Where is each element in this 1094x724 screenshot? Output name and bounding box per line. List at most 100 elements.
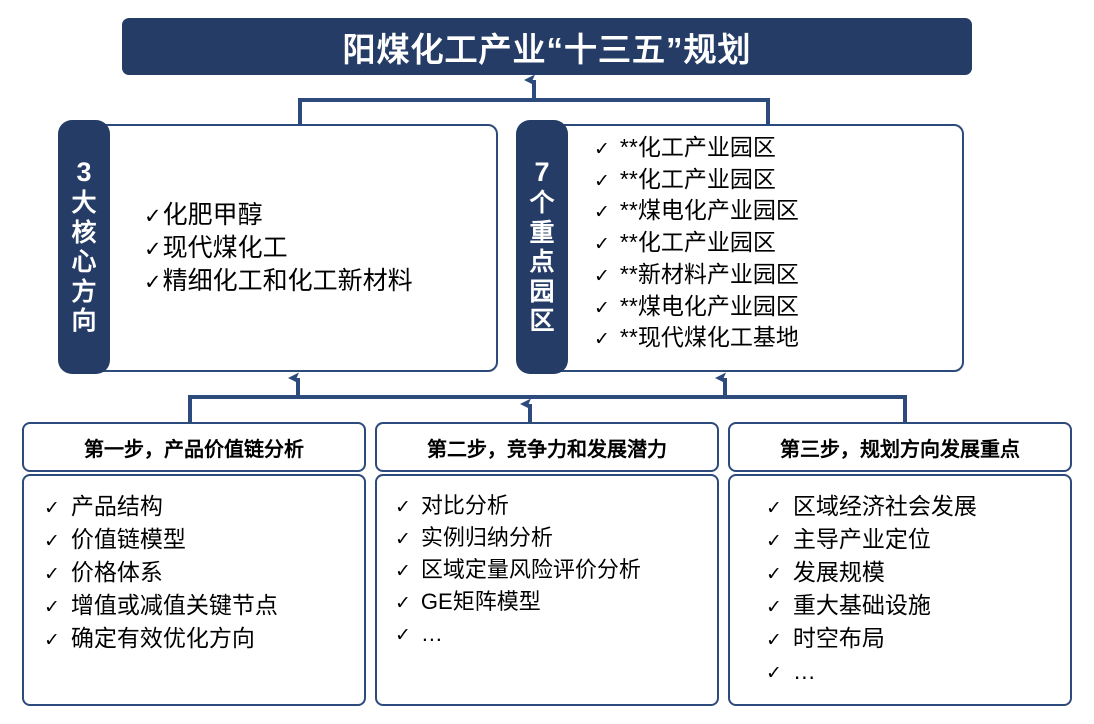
tag-char: 方 — [71, 277, 97, 306]
tag-number: 3 — [76, 157, 92, 188]
list-item-label: 精细化工和化工新材料 — [162, 266, 413, 295]
tag-char: 点 — [529, 248, 555, 277]
check-icon: ✓ — [766, 596, 782, 618]
check-icon: ✓ — [44, 629, 60, 651]
list-item-label: **现代煤化工基地 — [619, 324, 799, 351]
tag-char: 区 — [529, 307, 555, 336]
step-three-header: 第三步，规划方向发展重点 — [728, 422, 1072, 472]
list-item: ✓ 产品结构 — [44, 490, 364, 523]
list-item-label: **化工产业园区 — [619, 165, 776, 192]
step-one-body: ✓ 产品结构 ✓ 价值链模型 ✓ 价格体系 ✓ 增值或减值关键节点 ✓ 确定 — [22, 474, 366, 706]
list-item: ✓ **化工产业园区 — [594, 227, 956, 259]
list-item: ✓ **新材料产业园区 — [594, 259, 956, 291]
list-item-label: 价格体系 — [70, 558, 163, 585]
list-item: ✓ 时空布局 — [766, 622, 1070, 655]
check-icon: ✓ — [766, 629, 782, 651]
list-item-label: … — [420, 620, 443, 646]
list-item-label: 区域定量风险评价分析 — [420, 556, 641, 582]
step-one-list: ✓ 产品结构 ✓ 价值链模型 ✓ 价格体系 ✓ 增值或减值关键节点 ✓ 确定 — [24, 490, 364, 655]
check-icon: ✓ — [44, 563, 60, 585]
list-item: ✓ 区域经济社会发展 — [766, 490, 1070, 523]
check-icon: ✓ — [144, 270, 162, 294]
check-icon: ✓ — [395, 497, 411, 518]
list-item: ✓ 实例归纳分析 — [395, 522, 717, 554]
list-item: ✓ 确定有效优化方向 — [44, 622, 364, 655]
panel-key-parks-body: ✓ **化工产业园区 ✓ **化工产业园区 ✓ **煤电化产业园区 ✓ **化工… — [578, 126, 956, 370]
list-item-label: 现代煤化工 — [162, 233, 288, 262]
list-item: ✓ 增值或减值关键节点 — [44, 589, 364, 622]
tag-char: 心 — [71, 248, 97, 277]
list-item: ✓ **煤电化产业园区 — [594, 195, 956, 227]
check-icon: ✓ — [395, 624, 411, 646]
list-item: ✓ 主导产业定位 — [766, 523, 1070, 556]
step-three-list: ✓ 区域经济社会发展 ✓ 主导产业定位 ✓ 发展规模 ✓ 重大基础设施 ✓ — [730, 490, 1070, 688]
list-item-label: GE矩阵模型 — [420, 588, 541, 614]
list-item-label: **新材料产业园区 — [619, 260, 799, 287]
step-box-two: 第二步，竞争力和发展潜力 ✓ 对比分析 ✓ 实例归纳分析 ✓ 区域定量风险评价分… — [375, 422, 719, 706]
list-item-label: 对比分析 — [420, 493, 509, 518]
tag-char: 重 — [529, 218, 555, 247]
step-three-body: ✓ 区域经济社会发展 ✓ 主导产业定位 ✓ 发展规模 ✓ 重大基础设施 ✓ — [728, 474, 1072, 706]
tag-char: 大 — [71, 189, 97, 218]
list-item: ✓ 对比分析 — [395, 490, 717, 522]
panel-key-parks: 7 个 重 点 园 区 ✓ **化工产业园区 ✓ **化工产业园区 ✓ **煤电… — [516, 120, 964, 374]
step-one-title: 第一步，产品价值链分析 — [84, 438, 304, 461]
list-item-label: 重大基础设施 — [792, 591, 931, 618]
tag-char: 核 — [71, 218, 97, 247]
check-icon: ✓ — [766, 498, 782, 519]
step-box-one: 第一步，产品价值链分析 ✓ 产品结构 ✓ 价值链模型 ✓ 价格体系 ✓ 增值或减 — [22, 422, 366, 706]
panel-core-directions: 3 大 核 心 方 向 ✓ 化肥甲醇 ✓ 现代煤化工 ✓ 精细化工和化工新材料 — [58, 120, 498, 374]
check-icon: ✓ — [594, 297, 610, 319]
list-item-label: **煤电化产业园区 — [619, 292, 799, 319]
list-item: ✓ **煤电化产业园区 — [594, 291, 956, 323]
connector-steps-bracket — [188, 372, 907, 422]
list-item: ✓ **现代煤化工基地 — [594, 322, 956, 354]
list-item-label: **化工产业园区 — [619, 229, 776, 256]
list-item: ✓ 价格体系 — [44, 556, 364, 589]
check-icon: ✓ — [766, 530, 782, 552]
check-icon: ✓ — [594, 329, 610, 351]
connector-title-bracket — [298, 74, 770, 124]
list-item-label: 发展规模 — [792, 558, 885, 585]
check-icon: ✓ — [395, 528, 411, 550]
list-item-label: **化工产业园区 — [619, 134, 776, 160]
list-item: ✓ **化工产业园区 — [594, 164, 956, 196]
tag-char: 园 — [529, 277, 555, 306]
check-icon: ✓ — [44, 498, 60, 519]
list-item: ✓ 精细化工和化工新材料 — [144, 265, 490, 298]
page-title: 阳煤化工产业“十三五”规划 — [342, 30, 752, 68]
step-two-title: 第二步，竞争力和发展潜力 — [427, 438, 667, 461]
check-icon: ✓ — [594, 170, 610, 192]
list-item: ✓ 现代煤化工 — [144, 232, 490, 265]
step-two-header: 第二步，竞争力和发展潜力 — [375, 422, 719, 472]
panel-key-parks-tag: 7 个 重 点 园 区 — [516, 120, 568, 374]
list-item: ✓ 化肥甲醇 — [144, 199, 490, 232]
step-two-body: ✓ 对比分析 ✓ 实例归纳分析 ✓ 区域定量风险评价分析 ✓ GE矩阵模型 ✓ — [375, 474, 719, 706]
check-icon: ✓ — [594, 265, 610, 287]
check-icon: ✓ — [144, 204, 162, 228]
list-item: ✓ 价值链模型 — [44, 523, 364, 556]
list-item-label: 时空布局 — [792, 624, 885, 651]
panel-core-directions-body: ✓ 化肥甲醇 ✓ 现代煤化工 ✓ 精细化工和化工新材料 — [128, 126, 490, 370]
step-one-header: 第一步，产品价值链分析 — [22, 422, 366, 472]
list-item-label: 确定有效优化方向 — [70, 624, 255, 651]
step-three-title: 第三步，规划方向发展重点 — [780, 438, 1020, 461]
list-item: ✓ 区域定量风险评价分析 — [395, 554, 717, 586]
list-item: ✓ 发展规模 — [766, 556, 1070, 589]
list-item: ✓ … — [395, 618, 717, 650]
check-icon: ✓ — [395, 560, 411, 582]
check-icon: ✓ — [594, 234, 610, 256]
list-item-label: 主导产业定位 — [792, 525, 931, 552]
check-icon: ✓ — [594, 139, 610, 160]
list-item-label: 实例归纳分析 — [420, 524, 553, 550]
check-icon: ✓ — [144, 237, 162, 261]
tag-char: 向 — [71, 307, 97, 336]
check-icon: ✓ — [395, 592, 411, 614]
step-box-three: 第三步，规划方向发展重点 ✓ 区域经济社会发展 ✓ 主导产业定位 ✓ 发展规模 … — [728, 422, 1072, 706]
check-icon: ✓ — [594, 202, 610, 224]
list-item: ✓ GE矩阵模型 — [395, 586, 717, 618]
list-item-label: **煤电化产业园区 — [619, 197, 799, 224]
tag-char: 个 — [529, 189, 555, 218]
list-item-label: 化肥甲醇 — [162, 200, 263, 229]
